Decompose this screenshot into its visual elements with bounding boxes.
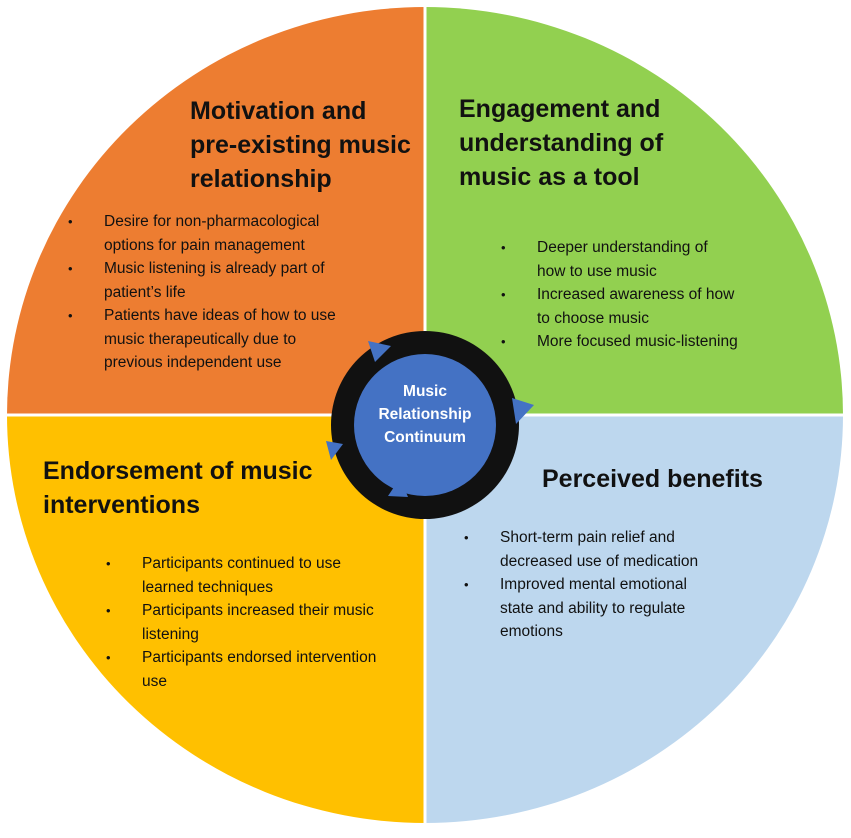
bullet-line: Desire for non-pharmacological bbox=[104, 213, 320, 230]
bullet-list: Deeper understanding of how to use music… bbox=[501, 236, 839, 354]
bullet-line: previous independent use bbox=[104, 354, 282, 371]
bullet-line: learned techniques bbox=[142, 578, 273, 596]
title-line: music as a tool bbox=[459, 163, 640, 191]
quadrant-endorsement: Endorsement of music interventions Parti… bbox=[43, 454, 425, 693]
bullet-line: Improved mental emotional bbox=[500, 576, 687, 593]
bullet-item: Music listening is already part of patie… bbox=[68, 257, 425, 304]
bullet-item: More focused music-listening bbox=[501, 330, 839, 354]
bullet-item: Participants endorsed intervention use bbox=[106, 646, 425, 693]
center-label-line: Music bbox=[403, 383, 447, 400]
cycle-arrow-bottom bbox=[388, 478, 408, 497]
bullet-item: Increased awareness of how to choose mus… bbox=[501, 283, 839, 330]
center-label-line: Relationship bbox=[378, 406, 472, 423]
bullet-item: Desire for non-pharmacological options f… bbox=[68, 210, 425, 257]
bullet-list: Short-term pain relief and decreased use… bbox=[464, 526, 824, 644]
bullet-item: Participants increased their music liste… bbox=[106, 599, 425, 646]
center-label-line: Continuum bbox=[384, 429, 466, 446]
bullet-line: Music listening is already part of bbox=[104, 260, 325, 277]
bullet-item: Deeper understanding of how to use music bbox=[501, 236, 839, 283]
bullet-line: Short-term pain relief and bbox=[500, 529, 675, 546]
bullet-line: Participants increased their music bbox=[142, 602, 374, 619]
center-circle bbox=[354, 354, 496, 496]
title-line: Engagement and bbox=[459, 95, 661, 123]
title-line: Perceived benefits bbox=[542, 465, 763, 493]
bullet-item: Improved mental emotional state and abil… bbox=[464, 573, 824, 644]
bullet-item: Participants continued to use learned te… bbox=[106, 552, 425, 599]
bullet-line: patient’s life bbox=[104, 283, 186, 301]
title-line: Motivation and bbox=[190, 97, 367, 125]
cycle-arrow-bottom-left bbox=[326, 441, 343, 460]
quadrant-perceived-benefits: Perceived benefits Short-term pain relie… bbox=[464, 462, 824, 644]
quadrant-title: Perceived benefits bbox=[542, 462, 824, 496]
bullet-line: Patients have ideas of how to use bbox=[104, 307, 336, 324]
bullet-line: Participants endorsed intervention bbox=[142, 649, 377, 666]
quadrant-title: Endorsement of music interventions bbox=[43, 454, 425, 522]
title-line: pre-existing music bbox=[190, 131, 411, 159]
quadrant-title: Engagement and understanding of music as… bbox=[459, 92, 839, 194]
bullet-line: how to use music bbox=[537, 262, 657, 280]
bullet-line: emotions bbox=[500, 623, 563, 640]
title-line: relationship bbox=[190, 165, 332, 193]
bullet-line: Participants continued to use bbox=[142, 555, 342, 572]
bullet-item: Patients have ideas of how to use music … bbox=[68, 304, 425, 375]
bullet-line: use bbox=[142, 672, 167, 690]
bullet-line: decreased use of medication bbox=[500, 552, 699, 570]
bullet-line: options for pain management bbox=[104, 236, 305, 254]
title-line: interventions bbox=[43, 491, 200, 519]
bullet-line: Increased awareness of how bbox=[537, 286, 735, 303]
quadrant-title: Motivation and pre-existing music relati… bbox=[190, 94, 425, 196]
bullet-list: Participants continued to use learned te… bbox=[106, 552, 425, 693]
bullet-line: Deeper understanding of bbox=[537, 239, 708, 256]
bullet-line: music therapeutically due to bbox=[104, 330, 297, 348]
bullet-line: state and ability to regulate bbox=[500, 599, 686, 617]
bullet-list: Desire for non-pharmacological options f… bbox=[68, 210, 425, 375]
quadrant-motivation: Motivation and pre-existing music relati… bbox=[0, 94, 425, 375]
cycle-arrow-right bbox=[512, 398, 534, 424]
bullet-line: to choose music bbox=[537, 309, 649, 327]
bullet-item: Short-term pain relief and decreased use… bbox=[464, 526, 824, 573]
quadrant-engagement: Engagement and understanding of music as… bbox=[459, 92, 839, 354]
title-line: Endorsement of music bbox=[43, 457, 313, 485]
bullet-line: listening bbox=[142, 625, 199, 643]
bullet-line: More focused music-listening bbox=[537, 333, 738, 350]
center-label: Music Relationship Continuum bbox=[365, 380, 485, 449]
title-line: understanding of bbox=[459, 129, 664, 157]
